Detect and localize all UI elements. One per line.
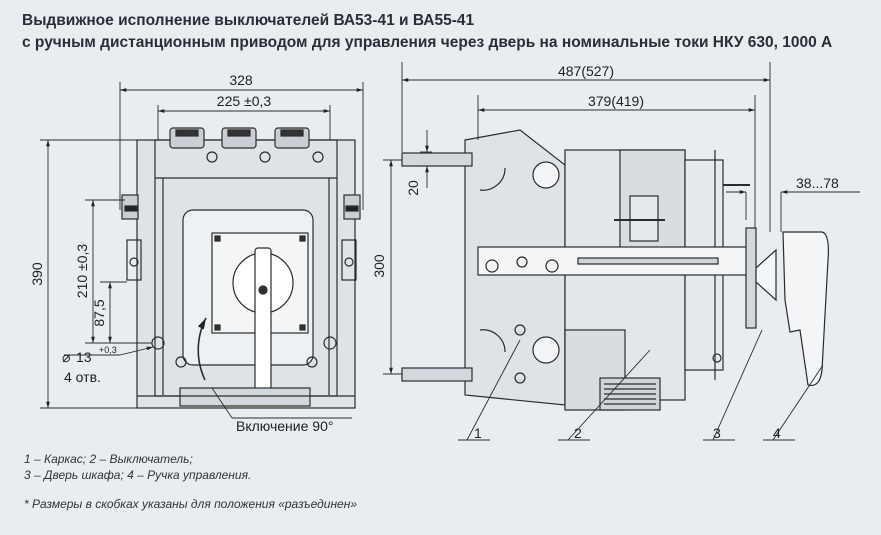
side-dimension-labels: 487(527) 379(419) 300 20 38...78 1 2 3 4 [371,63,839,441]
callout-1: 1 [474,425,482,441]
legend-note: * Размеры в скобках указаны для положени… [24,497,357,511]
dim-height-overall: 390 [29,262,45,286]
title-line-2: с ручным дистанционным приводом для упра… [22,34,833,51]
dim-pin-offset: 20 [405,180,421,196]
hole-count: 4 отв. [64,369,101,385]
legend-line-2: 3 – Дверь шкафа; 4 – Ручка управления. [24,468,252,482]
dim-door-range: 38...78 [796,175,839,191]
front-view [121,127,361,409]
control-handle [782,231,829,387]
dim-offset: 87,5 [91,299,107,326]
legend-line-1: 1 – Каркас; 2 – Выключатель; [24,452,193,466]
dim-depth-body: 379(419) [588,93,644,109]
rotary-handle [254,247,272,401]
side-dimensions [383,62,860,441]
dim-width-holes: 225 ±0,3 [217,93,272,109]
dim-height: 300 [371,254,387,278]
hole-diameter-tolerance: +0,3 [99,345,117,355]
side-view [401,129,829,411]
turn-label: Включение 90° [236,418,333,434]
grill-block [599,377,661,411]
hole-diameter: 13 [76,349,92,365]
dim-width-overall: 328 [229,72,253,88]
front-dimension-labels: 328 225 ±0,3 390 210 ±0,3 87,5 ⌀ 13 +0,3… [29,72,333,434]
top-terminals [169,127,310,149]
callout-3: 3 [713,425,721,441]
title-line-1: Выдвижное исполнение выключателей ВА53-4… [22,12,475,29]
front-dimensions [40,82,364,419]
dim-height-holes: 210 ±0,3 [74,244,90,299]
hole-diameter-symbol: ⌀ [62,349,70,365]
door [745,227,757,329]
dim-depth-overall: 487(527) [558,63,614,79]
callout-4: 4 [773,425,781,441]
callout-2: 2 [574,425,582,441]
